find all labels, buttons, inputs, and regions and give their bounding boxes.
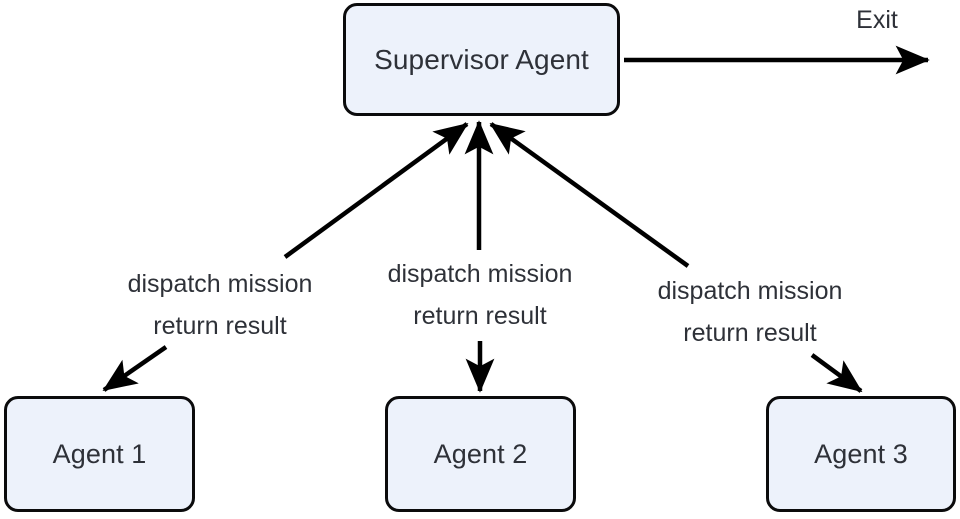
node-agent-3-label: Agent 3 — [814, 438, 908, 469]
node-agent-2-label: Agent 2 — [433, 438, 528, 469]
node-agent-3[interactable]: Agent 3 — [766, 396, 956, 512]
edge-label-agent-3: dispatch mission return result — [640, 270, 860, 354]
edge-label-agent-1: dispatch mission return result — [110, 263, 330, 347]
edge-label-exit-text: Exit — [856, 6, 898, 34]
edge-label-agent-3-line-2: return result — [683, 319, 817, 347]
edge-label-agent-2-line-2: return result — [413, 302, 547, 330]
node-supervisor-agent-label: Supervisor Agent — [374, 43, 589, 75]
edge-label-agent-1-line-2: return result — [153, 312, 287, 340]
edge-label-exit: Exit — [827, 0, 927, 40]
edge-label-agent-2-line-1: dispatch mission — [387, 260, 573, 288]
edge-label-agent-2: dispatch mission return result — [370, 253, 590, 337]
edge-label-agent-3-line-1: dispatch mission — [657, 277, 843, 305]
node-agent-1-label: Agent 1 — [52, 438, 147, 469]
node-agent-1[interactable]: Agent 1 — [4, 396, 195, 512]
edge-label-agent-1-line-1: dispatch mission — [127, 270, 313, 298]
edge-agent1-to-supervisor — [283, 122, 469, 259]
edge-supervisor-to-agent3 — [810, 353, 863, 393]
node-supervisor-agent[interactable]: Supervisor Agent — [343, 3, 620, 116]
node-agent-2[interactable]: Agent 2 — [385, 396, 576, 512]
edge-supervisor-to-agent1 — [102, 345, 168, 392]
edge-agent3-to-supervisor — [489, 122, 690, 268]
